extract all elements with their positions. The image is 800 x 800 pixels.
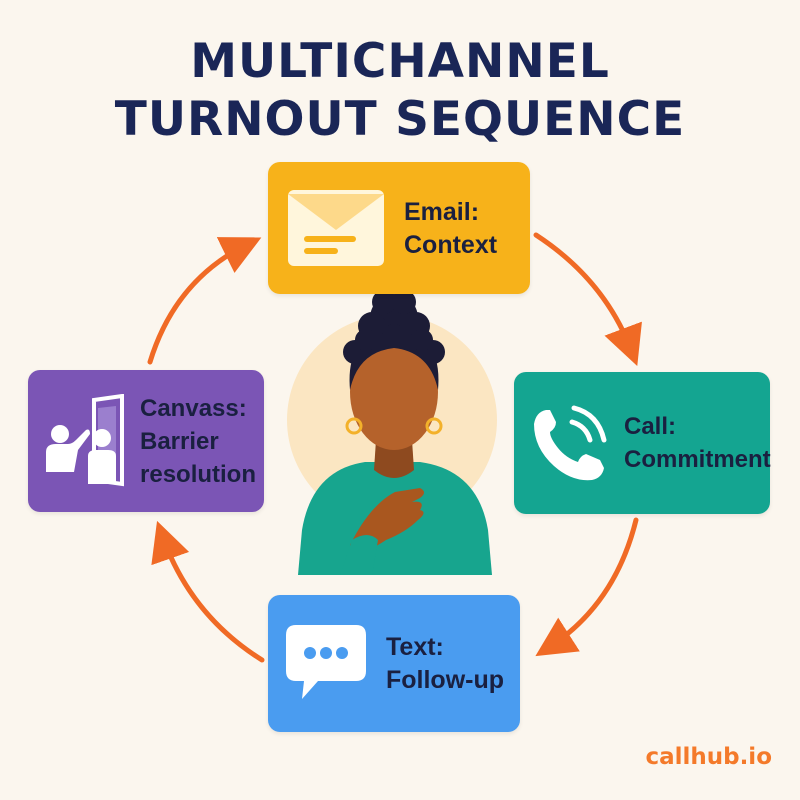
door-knock-icon (46, 394, 124, 487)
phone-icon (534, 405, 607, 481)
step-label-email-line1: Email: (404, 198, 480, 226)
step-label-call-line2: Commitment (624, 446, 771, 473)
step-label-call: Call: Commitment (624, 410, 771, 476)
step-card-text: Text: Follow-up (268, 595, 520, 732)
arrow-email-to-call (533, 232, 642, 367)
chat-bubble-icon (286, 625, 366, 699)
title-line-2: TURNOUT SEQUENCE (114, 92, 686, 147)
step-label-canvass-line3: resolution (140, 461, 257, 488)
arrow-call-to-text (535, 517, 639, 657)
step-label-canvass-line1: Canvass: (140, 395, 247, 422)
brand-logo-text[interactable]: callhub.io (645, 744, 772, 770)
step-label-canvass: Canvass: Barrier resolution (140, 392, 256, 491)
envelope-icon (288, 190, 384, 266)
arrow-text-to-canvass (151, 520, 265, 663)
step-card-email: Email: Context (268, 162, 530, 294)
step-label-text-line1: Text: (386, 633, 444, 661)
arrow-canvass-to-email (147, 237, 262, 365)
step-label-email: Email: Context (404, 196, 497, 262)
step-card-call: Call: Commitment (514, 372, 771, 514)
step-label-text-line2: Follow-up (386, 666, 505, 694)
step-label-canvass-line2: Barrier (140, 428, 219, 455)
title-line-1: MULTICHANNEL (190, 34, 610, 89)
step-label-email-line2: Context (404, 231, 498, 259)
step-card-canvass: Canvass: Barrier resolution (28, 370, 264, 512)
step-label-call-line1: Call: (624, 413, 677, 440)
step-label-text: Text: Follow-up (386, 631, 504, 697)
